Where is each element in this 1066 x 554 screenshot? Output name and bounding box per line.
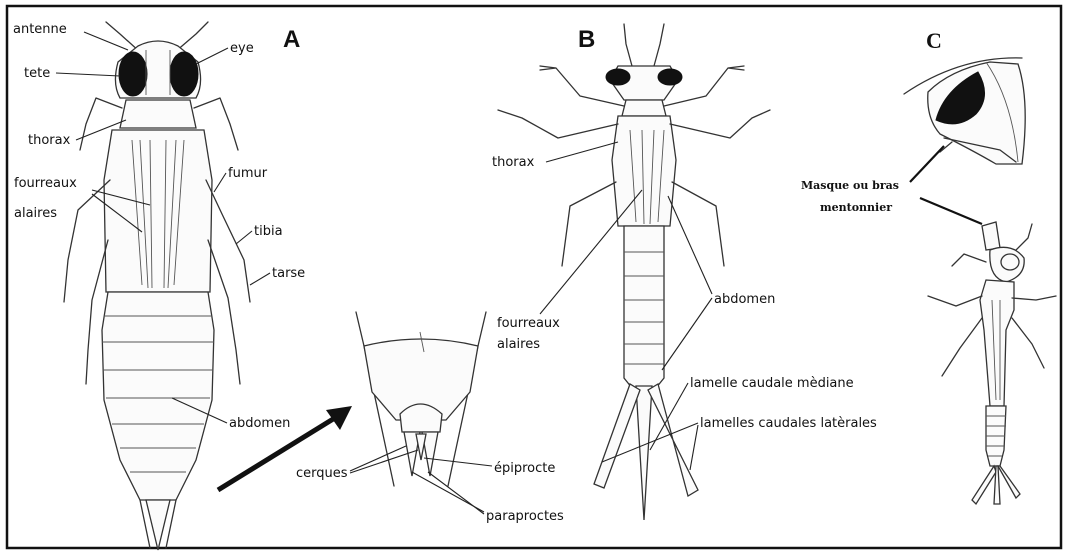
larva-a-appendage-center xyxy=(146,500,170,550)
larva-b-lamella-median xyxy=(636,386,652,520)
label-detail-epiprocte: épiprocte xyxy=(494,461,555,476)
label-detail-paraproctes: paraproctes xyxy=(486,509,564,524)
label-c-masque-1: Masque ou bras xyxy=(801,179,899,192)
label-b-fourreaux-1: fourreaux xyxy=(497,316,560,331)
label-b-lamelle-mediane: lamelle caudale mèdiane xyxy=(690,376,854,391)
larva-a-eye-left xyxy=(119,52,147,96)
arrow-head-icon xyxy=(326,406,352,430)
label-a-abdomen: abdomen xyxy=(229,416,290,431)
larva-b-leg-hind-right xyxy=(672,182,724,266)
label-a-fourreaux-1: fourreaux xyxy=(14,176,77,191)
panel-a-larva: antenne tete eye thorax fourreaux alaire… xyxy=(13,22,305,550)
c-larva-side xyxy=(928,222,1056,504)
larva-b-prothorax xyxy=(622,100,666,116)
larva-b-antenna-right xyxy=(654,24,664,66)
larva-b-eye-left xyxy=(606,69,630,85)
label-b-abdomen: abdomen xyxy=(714,292,775,307)
larva-a-abdomen xyxy=(102,292,214,500)
label-a-thorax: thorax xyxy=(28,133,71,148)
larva-b-antenna-left xyxy=(624,24,632,66)
label-b-lamelles-laterales: lamelles caudales latèrales xyxy=(700,416,877,431)
label-a-fourreaux-2: alaires xyxy=(14,206,57,221)
label-a-eye: eye xyxy=(230,41,254,56)
larva-b-leg-mid-left xyxy=(498,110,618,138)
larva-b-lamella-left xyxy=(594,384,640,488)
larva-a-leg-mid-right xyxy=(206,180,250,302)
panel-a-letter: A xyxy=(283,26,300,53)
c-larva-lamella-left xyxy=(972,466,996,504)
label-a-tete: tete xyxy=(24,66,50,81)
panel-b-larva: thorax fourreaux alaires abdomen lamelle… xyxy=(492,24,877,520)
panel-c: C Masque ou bras mentonnier xyxy=(801,28,1056,504)
larva-b-eye-right xyxy=(658,69,682,85)
label-a-fumur: fumur xyxy=(228,166,268,181)
c-larva-lamella-right xyxy=(998,466,1020,498)
larva-a-thorax xyxy=(104,130,212,292)
c-larva-thorax xyxy=(980,280,1014,406)
larva-b-leg-mid-right xyxy=(670,110,770,138)
label-a-tarse: tarse xyxy=(272,266,305,281)
larva-b-leg-hind-left xyxy=(562,182,616,266)
label-c-masque-2: mentonnier xyxy=(820,201,892,214)
larva-a-leg-mid-left xyxy=(64,180,110,302)
larva-a-prothorax xyxy=(120,100,196,128)
label-b-fourreaux-2: alaires xyxy=(497,337,540,352)
label-detail-cerques: cerques xyxy=(296,466,348,481)
panel-b-letter: B xyxy=(578,26,595,53)
label-b-thorax: thorax xyxy=(492,155,535,170)
larva-a-eye-right xyxy=(170,52,198,96)
c-larva-mask xyxy=(982,222,1000,250)
panel-c-letter: C xyxy=(926,28,942,53)
label-a-tibia: tibia xyxy=(254,224,283,239)
label-a-antenne: antenne xyxy=(13,22,67,37)
